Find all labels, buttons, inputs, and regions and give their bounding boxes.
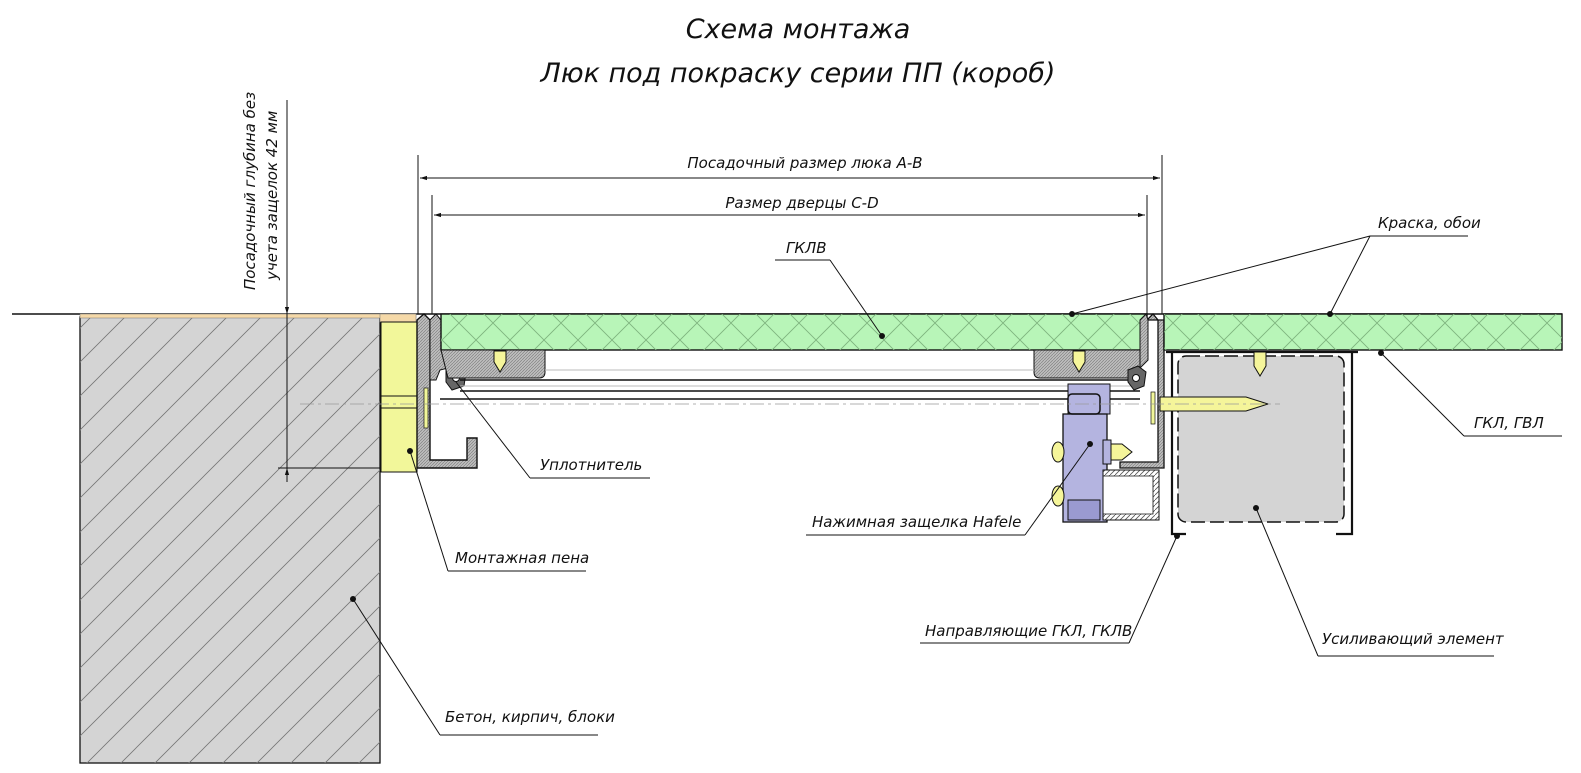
plaster-strip	[79, 313, 417, 319]
callout-paint-leader	[1069, 235, 1468, 317]
callout-seal-leader	[455, 381, 650, 479]
seal-right	[1127, 365, 1147, 391]
door-size-label: Размер дверцы C-D	[725, 194, 878, 212]
callout-gkl-gvl-leader	[1378, 350, 1562, 437]
push-latch-hafele	[1062, 383, 1112, 523]
wall-board-gkl-right	[1163, 313, 1563, 351]
latch-screw-top	[1051, 441, 1133, 463]
door-inner-frame	[440, 349, 1141, 400]
door-board-gklv	[440, 313, 1148, 351]
depth-note-line1: Посадочный глубина без	[241, 92, 259, 290]
callout-guides: Направляющие ГКЛ, ГКЛВ	[925, 622, 1132, 640]
callout-foam: Монтажная пена	[455, 549, 589, 567]
callout-guides-leader	[920, 533, 1180, 644]
mounting-foam	[380, 321, 418, 473]
opening-size-label: Посадочный размер люка A-B	[687, 154, 922, 172]
callout-latch: Нажимная защелка Hafele	[812, 513, 1021, 531]
callout-reinforcement: Усиливающий элемент	[1322, 630, 1505, 648]
frame-profile-left	[416, 313, 478, 469]
latch-mount-block	[1102, 469, 1160, 521]
callout-wall: Бетон, кирпич, блоки	[445, 708, 615, 726]
callout-reinforcement-leader	[1253, 505, 1494, 657]
callout-gkl-gvl: ГКЛ, ГВЛ	[1474, 414, 1544, 432]
callout-wall-leader	[350, 596, 598, 736]
callout-gklv: ГКЛВ	[786, 239, 827, 257]
callout-seal: Уплотнитель	[540, 456, 642, 474]
frame-profile-right	[1119, 313, 1165, 469]
dimension-opening	[417, 155, 1163, 314]
dimension-depth	[278, 100, 380, 482]
plaster-corner	[379, 313, 417, 323]
title-line2: Люк под покраску серии ПП (короб)	[540, 58, 1056, 89]
callout-latch-leader	[806, 441, 1093, 536]
callout-foam-leader	[407, 448, 586, 572]
depth-note-line2: учета защелок 42 мм	[263, 111, 281, 281]
title-line1: Схема монтажа	[686, 14, 911, 45]
concrete-wall	[79, 316, 381, 764]
door-screw-left	[493, 350, 507, 373]
door-screw-right	[1072, 350, 1086, 373]
callout-gklv-leader	[775, 259, 885, 339]
callout-paint: Краска, обои	[1378, 214, 1481, 232]
reinforcement-element	[1177, 355, 1345, 523]
